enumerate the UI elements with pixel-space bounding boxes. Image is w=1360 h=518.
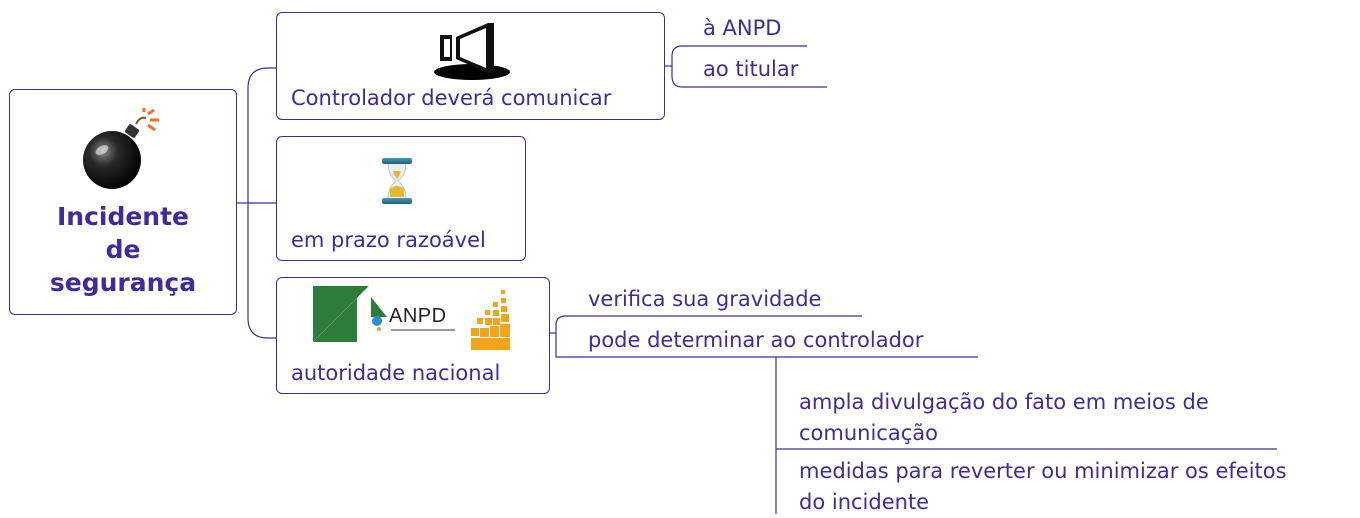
leaf-ao-titular[interactable]: ao titular: [703, 57, 799, 81]
bomb-icon: [83, 108, 159, 189]
anpd-green-mark: [313, 286, 369, 342]
leaf-verifica-gravidade[interactable]: verifica sua gravidade: [588, 287, 822, 311]
branch-prazo[interactable]: em prazo razoável: [276, 136, 526, 261]
leaf-a-anpd[interactable]: à ANPD: [703, 16, 782, 40]
root-title: Incidente de segurança: [10, 200, 236, 299]
root-title-line: Incidente: [56, 202, 190, 231]
anpd-logo-text: ANPD: [389, 305, 447, 327]
anpd-logo: ANPD: [369, 295, 459, 339]
leaf-line: ampla divulgação do fato em meios de: [799, 390, 1209, 414]
root-title-line: de: [105, 235, 141, 264]
leaf-line: comunicação: [799, 421, 938, 445]
branch-label: Controlador deverá comunicar: [291, 86, 612, 110]
leaf-line: do incidente: [799, 490, 930, 514]
root-node[interactable]: Incidente de segurança: [9, 89, 237, 315]
branch-label: autoridade nacional: [291, 361, 501, 385]
branch-autoridade[interactable]: ANPD autoridade nacional: [276, 277, 550, 394]
leaf-medidas-reverter[interactable]: medidas para reverter ou minimizar os ef…: [799, 456, 1287, 518]
leaf-ampla-divulgacao[interactable]: ampla divulgação do fato em meios de com…: [799, 387, 1209, 449]
megaphone-icon: [434, 23, 510, 80]
pixel-data-icon: [471, 290, 510, 350]
branch-controlador[interactable]: Controlador deverá comunicar: [276, 12, 665, 120]
branch-label: em prazo razoável: [291, 228, 486, 252]
leaf-line: medidas para reverter ou minimizar os ef…: [799, 459, 1287, 483]
root-title-line: segurança: [49, 268, 197, 297]
hourglass-icon: [382, 158, 412, 204]
leaf-pode-determinar[interactable]: pode determinar ao controlador: [588, 328, 924, 352]
